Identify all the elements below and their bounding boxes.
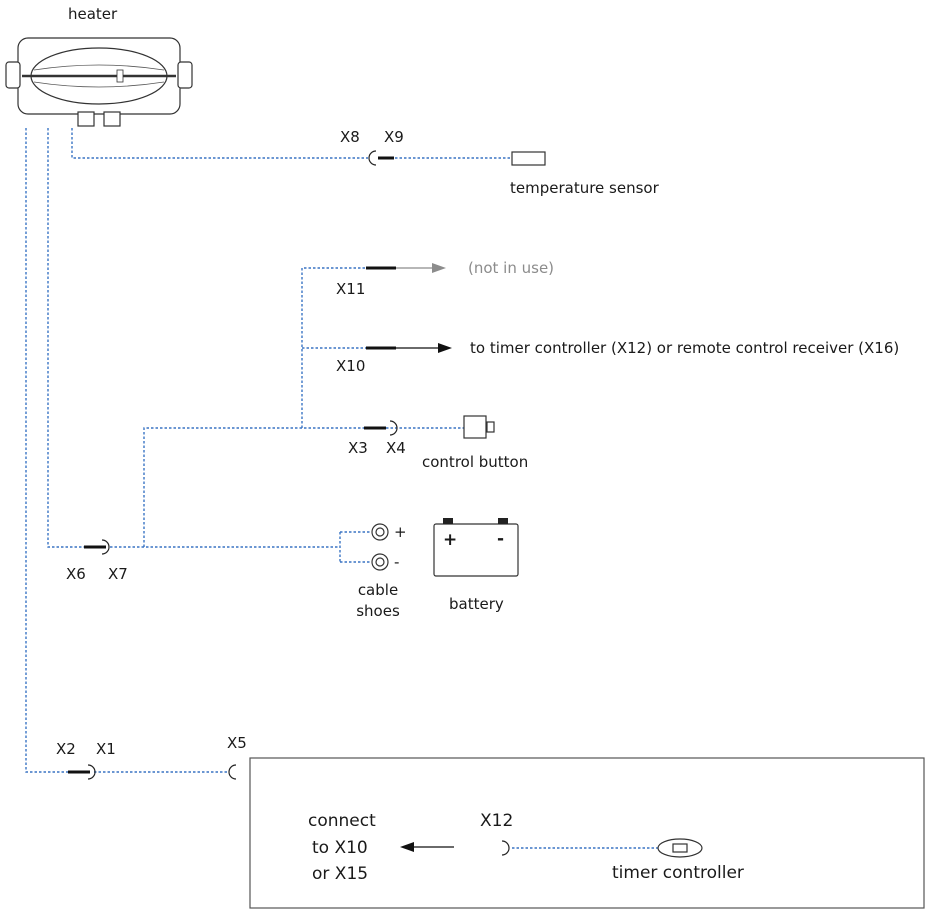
temperature-sensor — [511, 151, 546, 166]
connector-x1-x2 — [68, 764, 96, 780]
x11-label: X11 — [336, 280, 365, 298]
x3-label: X3 — [348, 439, 368, 457]
x10-label: X10 — [336, 357, 365, 375]
cable-shoe-plus: + — [394, 523, 407, 541]
x7-label: X7 — [108, 565, 128, 583]
cable-shoe-minus: - — [394, 553, 399, 571]
control-button — [463, 415, 495, 439]
x8-label: X8 — [340, 128, 360, 146]
connector-x6-x7 — [84, 539, 110, 555]
control-button-label: control button — [422, 453, 528, 471]
connector-x12 — [501, 840, 510, 856]
not-in-use-label: (not in use) — [468, 259, 554, 277]
connect-label-1: connect — [308, 811, 376, 831]
timer-controller — [657, 838, 703, 858]
heater — [5, 37, 193, 127]
battery-minus: - — [497, 529, 504, 549]
cable-shoes-label-2: shoes — [356, 602, 400, 620]
x4-label: X4 — [386, 439, 406, 457]
cable-shoes — [371, 523, 389, 571]
connector-x10 — [366, 343, 452, 353]
connector-x11 — [366, 263, 446, 273]
battery-label: battery — [449, 595, 504, 613]
connector-x5 — [228, 764, 237, 780]
connect-label-3: or X15 — [312, 864, 368, 884]
x6-label: X6 — [66, 565, 86, 583]
battery — [433, 518, 519, 577]
x12-label: X12 — [480, 811, 513, 831]
connector-x8-x9 — [368, 150, 394, 166]
connect-label-2: to X10 — [312, 838, 368, 858]
connect-arrow — [400, 842, 454, 852]
wiring — [25, 128, 658, 849]
cable-shoes-label-1: cable — [358, 581, 398, 599]
battery-plus: + — [443, 530, 457, 550]
x1-label: X1 — [96, 740, 116, 758]
timer-controller-label: timer controller — [612, 863, 744, 883]
x9-label: X9 — [384, 128, 404, 146]
x2-label: X2 — [56, 740, 76, 758]
heater-label: heater — [68, 5, 118, 23]
timer-box — [249, 757, 925, 909]
x5-label: X5 — [227, 734, 247, 752]
connector-x3-x4 — [364, 420, 398, 436]
temperature-sensor-label: temperature sensor — [510, 179, 660, 197]
to-timer-label: to timer controller (X12) or remote cont… — [470, 339, 899, 357]
